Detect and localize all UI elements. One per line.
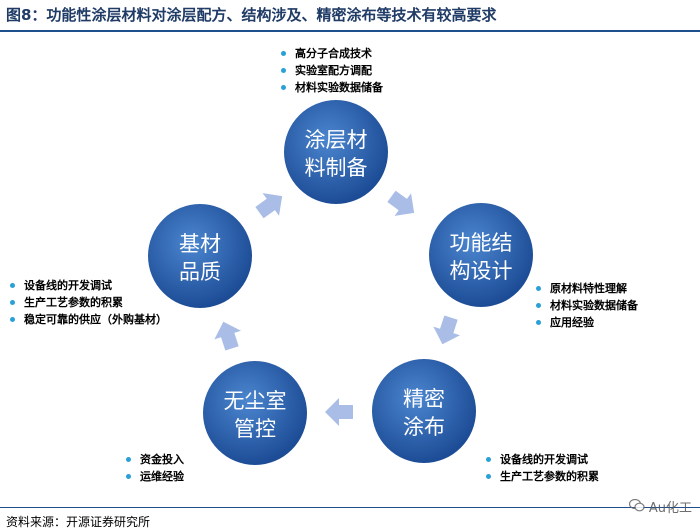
watermark: Au化工 [628,497,692,516]
bullet-dot-icon [126,457,131,462]
bullet-dot-icon [126,474,131,479]
node-label-line: 基材 [179,232,221,256]
list-item: 资金投入 [124,451,184,468]
list-item: 材料实验数据储备 [534,297,638,314]
node-label-line: 无尘室 [224,389,287,413]
node-label-line: 涂层材 [305,128,368,152]
arrow-precision-to-cleanroom [325,398,353,426]
source-note: 资料来源：开源证券研究所 [6,515,151,529]
bullet-dot-icon [536,286,541,291]
list-item: 运维经验 [124,468,184,485]
arrow-structure-to-coating [433,315,461,345]
list-item: 应用经验 [534,314,638,331]
list-item-text: 材料实验数据储备 [295,81,383,94]
bullets-precision-coating: 设备线的开发调试 生产工艺参数的积累 [484,451,599,485]
bullet-dot-icon [281,68,286,73]
figure-title: 图8：功能性涂层材料对涂层配方、结构涉及、精密涂布等技术有较高要求 [6,6,497,24]
bullet-dot-icon [10,300,15,305]
bullet-dot-icon [281,85,286,90]
bullets-functional-structure: 原材料特性理解 材料实验数据储备 应用经验 [534,280,638,331]
node-label-line: 功能结 [450,231,513,255]
node-cleanroom: 无尘室 管控 [203,361,307,465]
list-item-text: 应用经验 [550,316,594,329]
list-item-text: 稳定可靠的供应（外购基材） [24,313,167,326]
bullets-substrate: 设备线的开发调试 生产工艺参数的积累 稳定可靠的供应（外购基材） [8,277,180,328]
list-item: 实验室配方调配 [279,62,383,79]
list-item: 设备线的开发调试 [8,277,180,294]
wechat-icon [628,498,645,516]
bullet-dot-icon [536,320,541,325]
watermark-text: Au化工 [648,501,692,516]
list-item-text: 材料实验数据储备 [550,299,638,312]
node-label-line: 精密 [403,387,445,411]
list-item-text: 生产工艺参数的积累 [24,296,123,309]
list-item-text: 生产工艺参数的积累 [500,470,599,483]
node-substrate: 基材 品质 [148,204,252,308]
list-item-text: 原材料特性理解 [550,282,627,295]
arrow-substrate-to-coating [255,193,283,219]
source-divider [0,507,700,508]
bullet-dot-icon [10,317,15,322]
list-item: 设备线的开发调试 [484,451,599,468]
list-item-text: 设备线的开发调试 [24,279,112,292]
bullet-dot-icon [486,457,491,462]
list-item: 高分子合成技术 [279,45,383,62]
arrow-cleanroom-to-substrate [214,321,242,351]
title-divider [0,30,700,32]
list-item: 生产工艺参数的积累 [484,468,599,485]
list-item-text: 高分子合成技术 [295,47,372,60]
list-item: 材料实验数据储备 [279,79,383,96]
list-item: 稳定可靠的供应（外购基材） [8,311,180,328]
node-label-line: 管控 [234,417,276,441]
node-label-line: 品质 [179,260,221,284]
list-item-text: 运维经验 [140,470,184,483]
node-precision-coating: 精密 涂布 [372,359,476,463]
bullet-dot-icon [10,283,15,288]
node-label-line: 涂布 [403,415,445,439]
node-coating-material: 涂层材 料制备 [284,100,388,204]
list-item-text: 资金投入 [140,453,184,466]
bullet-dot-icon [486,474,491,479]
list-item-text: 实验室配方调配 [295,64,372,77]
node-label-line: 料制备 [305,156,368,180]
bullets-coating-material: 高分子合成技术 实验室配方调配 材料实验数据储备 [279,45,383,96]
list-item-text: 设备线的开发调试 [500,453,588,466]
list-item: 原材料特性理解 [534,280,638,297]
arrow-coating-to-structure [387,190,415,216]
bullets-cleanroom: 资金投入 运维经验 [124,451,184,485]
list-item: 生产工艺参数的积累 [8,294,180,311]
bullet-dot-icon [281,51,286,56]
node-functional-structure: 功能结 构设计 [429,203,533,307]
node-label-line: 构设计 [450,259,513,283]
bullet-dot-icon [536,303,541,308]
